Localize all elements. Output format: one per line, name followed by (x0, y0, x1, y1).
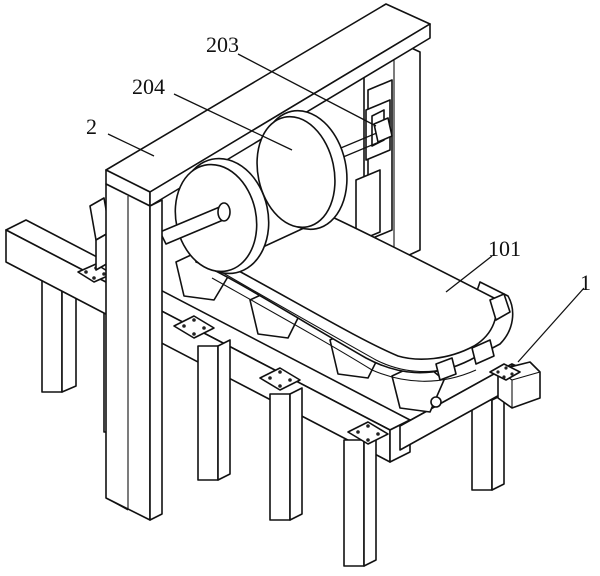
label-frame: 2 (86, 114, 97, 139)
leader-lines (107, 53, 585, 363)
mount-plate-5 (489, 363, 521, 381)
mount-plate-2 (173, 315, 215, 339)
label-roller-front: 204 (132, 74, 165, 99)
roller-disc-203 (256, 109, 393, 231)
base-leg-front-3 (343, 433, 377, 567)
roller-disc-204 (159, 157, 270, 275)
base-leg-front-1 (197, 339, 231, 481)
frame-front-post (105, 183, 163, 521)
mount-plate-3 (259, 367, 301, 391)
label-roller-rear: 203 (206, 32, 239, 57)
label-base: 1 (580, 270, 591, 295)
label-cradle: 101 (488, 236, 521, 261)
cradle-101 (175, 215, 514, 413)
base-rail-right (399, 361, 541, 451)
mount-plate-4 (347, 421, 389, 445)
base-leg-front-2 (269, 387, 303, 521)
